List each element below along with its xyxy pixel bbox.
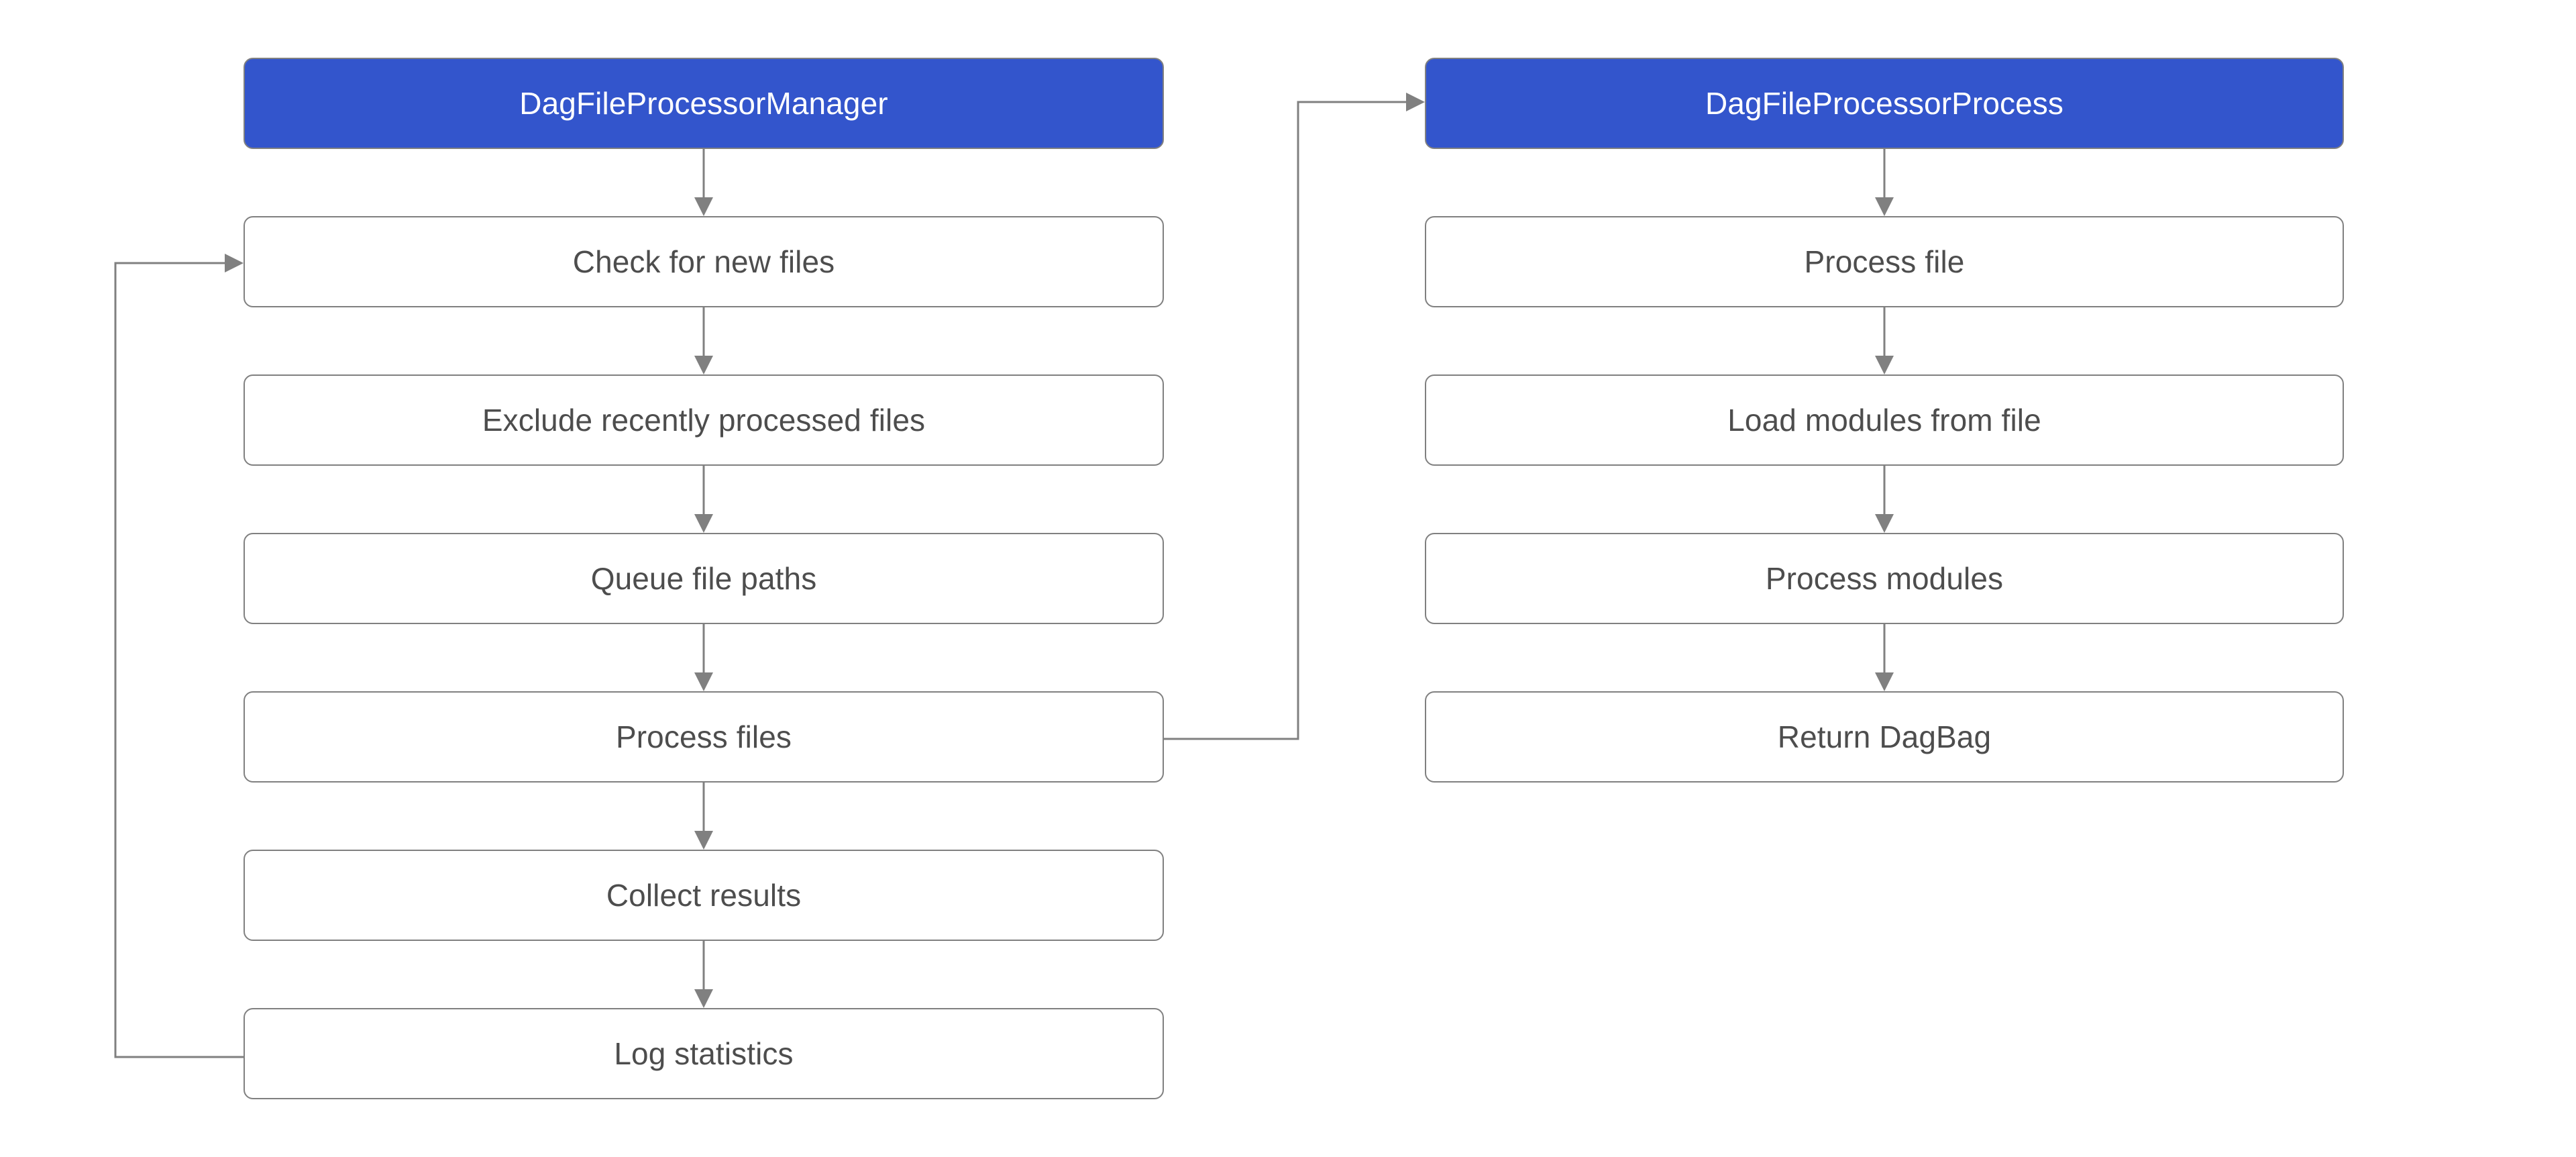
node-process-file[interactable]: Process file <box>1425 216 2344 307</box>
node-exclude-recently-processed-files[interactable]: Exclude recently processed files <box>244 374 1164 466</box>
node-label: Exclude recently processed files <box>482 402 926 438</box>
edge-process-modules-to-return-dagbag <box>1875 624 1894 691</box>
edge-collect-to-log <box>694 941 713 1008</box>
edge-process-files-to-processor <box>1164 93 1425 740</box>
edge-load-modules-to-process-modules <box>1875 466 1894 533</box>
edge-manager-to-check <box>694 149 713 216</box>
node-process-modules[interactable]: Process modules <box>1425 533 2344 624</box>
node-collect-results[interactable]: Collect results <box>244 850 1164 941</box>
node-log-statistics[interactable]: Log statistics <box>244 1008 1164 1099</box>
node-load-modules-from-file[interactable]: Load modules from file <box>1425 374 2344 466</box>
node-label: Collect results <box>606 877 802 913</box>
node-label: Process modules <box>1765 560 2004 596</box>
node-label: Process file <box>1804 244 1965 279</box>
node-check-for-new-files[interactable]: Check for new files <box>244 216 1164 307</box>
node-label: Return DagBag <box>1777 719 1992 754</box>
node-label: DagFileProcessorManager <box>519 85 888 121</box>
edge-queue-to-process-files <box>694 624 713 691</box>
edge-process-files-to-collect <box>694 783 713 850</box>
edge-process-file-to-load-modules <box>1875 307 1894 374</box>
node-label: Log statistics <box>614 1036 794 1071</box>
node-label: Queue file paths <box>590 560 817 596</box>
node-dagfileprocessorprocess[interactable]: DagFileProcessorProcess <box>1425 58 2344 149</box>
edge-log-to-check-loop <box>114 254 244 1058</box>
node-dagfileprocessormanager[interactable]: DagFileProcessorManager <box>244 58 1164 149</box>
node-queue-file-paths[interactable]: Queue file paths <box>244 533 1164 624</box>
edge-exclude-to-queue <box>694 466 713 533</box>
node-label: Check for new files <box>572 244 835 279</box>
edge-check-to-exclude <box>694 307 713 374</box>
node-process-files[interactable]: Process files <box>244 691 1164 783</box>
node-label: DagFileProcessorProcess <box>1705 85 2064 121</box>
node-return-dagbag[interactable]: Return DagBag <box>1425 691 2344 783</box>
edge-processor-to-process-file <box>1875 149 1894 216</box>
node-label: Load modules from file <box>1727 402 2041 438</box>
node-label: Process files <box>615 719 792 754</box>
